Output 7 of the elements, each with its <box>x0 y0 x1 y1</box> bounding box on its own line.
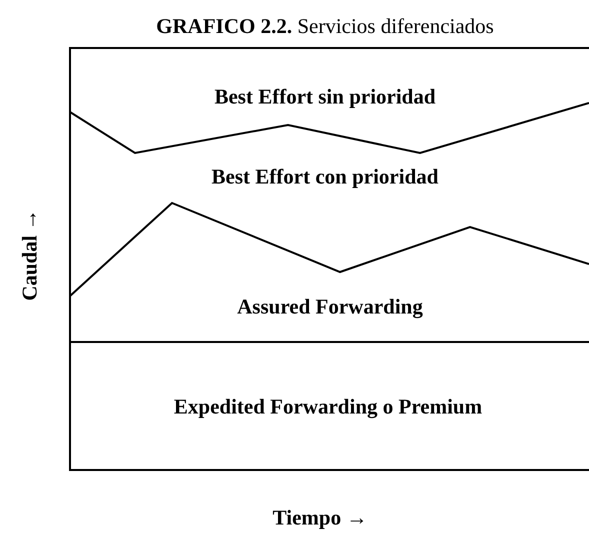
region-label: Best Effort sin prioridad <box>214 84 436 110</box>
region-label: Expedited Forwarding o Premium <box>174 394 482 420</box>
axis-label: Caudal → <box>18 209 42 301</box>
axis-label: Tiempo → <box>272 506 368 530</box>
chart-title: GRAFICO 2.2. Servicios diferenciados <box>156 14 494 39</box>
region-label: Assured Forwarding <box>237 294 423 320</box>
region-label: Best Effort con prioridad <box>212 164 438 190</box>
